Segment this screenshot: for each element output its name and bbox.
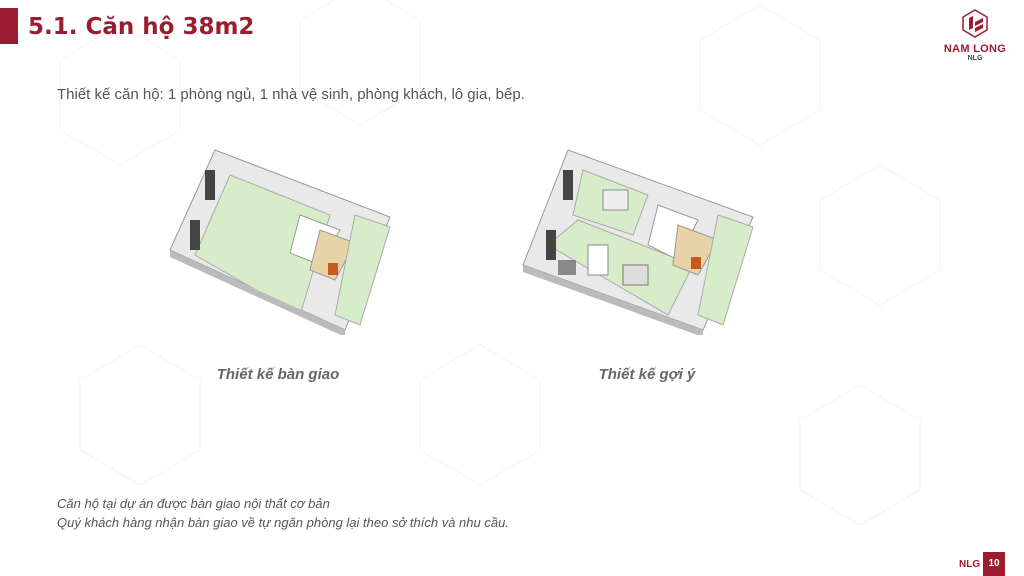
nam-long-logo: NAM LONG NLG [930, 8, 1020, 62]
logo-brand-text: NAM LONG [943, 43, 1007, 55]
note-line-1: Căn hộ tại dự án được bàn giao nội thất … [57, 496, 330, 511]
suggested-design-caption: Thiết kế gợi ý [598, 366, 696, 383]
handover-design-caption: Thiết kế bàn giao [216, 366, 340, 383]
suggested-floor-plan-image [522, 149, 754, 335]
handover-floor-plan-image [169, 149, 391, 335]
nam-long-logo-icon [962, 9, 988, 38]
apartment-description: Thiết kế căn hộ: 1 phòng ngủ, 1 nhà vệ s… [57, 86, 525, 103]
footer-company: NLG [959, 559, 981, 570]
logo-sub-text: NLG [967, 55, 983, 62]
page-number: 10 [983, 552, 1005, 576]
page-title: 5.1. Căn hộ 38m2 [28, 14, 255, 40]
title-accent-bar [0, 8, 18, 44]
note-line-2: Quý khách hàng nhận bàn giao về tự ngăn … [57, 515, 509, 530]
